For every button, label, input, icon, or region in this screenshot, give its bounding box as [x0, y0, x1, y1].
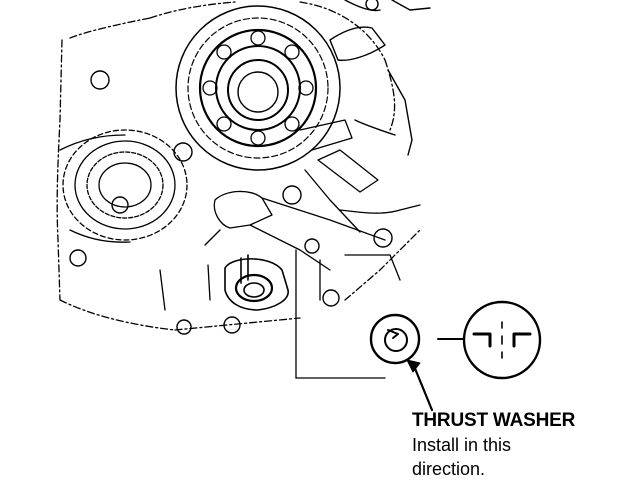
bearing [175, 5, 341, 171]
install-note-line-2: direction. [412, 459, 486, 479]
install-note-line-1: Install in this [412, 435, 512, 455]
bearing-balls [202, 30, 314, 146]
washer-seat-boss [224, 254, 289, 311]
upper-flange [329, 0, 431, 156]
thrust-washer [369, 313, 421, 365]
leader-arrow [406, 359, 434, 412]
washer-profile-detail [437, 300, 542, 380]
bolt-bosses [69, 70, 393, 335]
case-outline [56, 1, 421, 331]
part-name-label: THRUST WASHER [412, 410, 576, 431]
left-gear-housing [59, 129, 188, 243]
thrust-washer-callout: THRUST WASHER Install in this direction. [412, 409, 636, 481]
case-ribs [159, 119, 421, 379]
